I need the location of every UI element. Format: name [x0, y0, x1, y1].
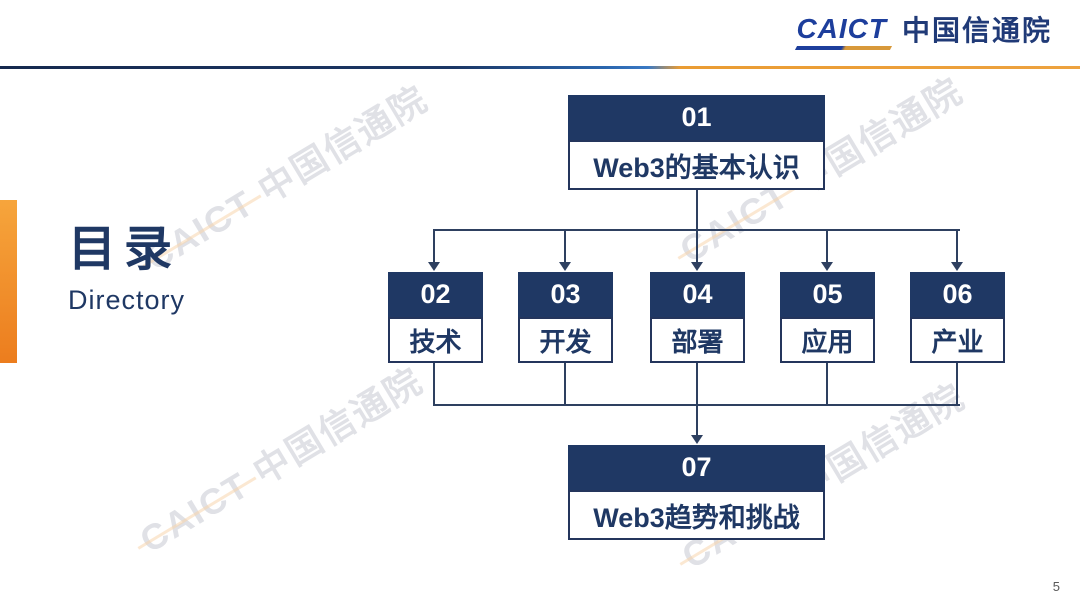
header-divider-line	[0, 66, 1080, 69]
arrowhead-down-icon	[821, 262, 833, 271]
connector-line	[564, 229, 566, 263]
node-label: 部署	[650, 317, 745, 363]
logo-underline-swoosh	[795, 46, 893, 50]
node-number: 02	[388, 272, 483, 317]
node-number: 01	[568, 95, 825, 140]
arrowhead-down-icon	[691, 435, 703, 444]
node-label: 应用	[780, 317, 875, 363]
watermark: CAICT 中国信通院	[112, 343, 447, 573]
node-number: 06	[910, 272, 1005, 317]
diagram-node-01: 01 Web3的基本认识	[568, 95, 825, 190]
arrowhead-down-icon	[428, 262, 440, 271]
title-block: 目录 Directory	[68, 222, 185, 316]
page-subtitle: Directory	[68, 285, 186, 316]
node-label: Web3的基本认识	[568, 140, 825, 190]
diagram-node-05: 05 应用	[780, 272, 875, 363]
connector-line	[433, 363, 435, 406]
node-number: 07	[568, 445, 825, 490]
arrowhead-down-icon	[559, 262, 571, 271]
connector-line	[564, 363, 566, 406]
connector-line	[956, 229, 958, 263]
diagram-node-04: 04 部署	[650, 272, 745, 363]
page-number: 5	[1052, 579, 1060, 594]
connector-line	[696, 229, 698, 263]
diagram-node-03: 03 开发	[518, 272, 613, 363]
node-number: 03	[518, 272, 613, 317]
page-title: 目录	[68, 223, 181, 276]
connector-line	[956, 363, 958, 406]
connector-line	[826, 229, 828, 263]
node-label: 产业	[910, 317, 1005, 363]
node-label: Web3趋势和挑战	[568, 490, 825, 540]
arrowhead-down-icon	[691, 262, 703, 271]
diagram-node-06: 06 产业	[910, 272, 1005, 363]
connector-line	[696, 363, 698, 436]
caict-logo-chinese: 中国信通院	[901, 15, 1052, 46]
connector-line	[433, 229, 435, 263]
node-label: 技术	[388, 317, 483, 363]
caict-logo: CAICT 中国信通院	[795, 13, 1052, 50]
caict-logo-text: CAICT	[796, 13, 887, 44]
orange-accent-bar	[0, 200, 17, 363]
arrowhead-down-icon	[951, 262, 963, 271]
diagram-node-07: 07 Web3趋势和挑战	[568, 445, 825, 540]
connector-line	[826, 363, 828, 406]
node-number: 04	[650, 272, 745, 317]
diagram-node-02: 02 技术	[388, 272, 483, 363]
node-number: 05	[780, 272, 875, 317]
node-label: 开发	[518, 317, 613, 363]
connector-line	[696, 190, 698, 231]
caict-logo-latin: CAICT	[795, 13, 893, 50]
